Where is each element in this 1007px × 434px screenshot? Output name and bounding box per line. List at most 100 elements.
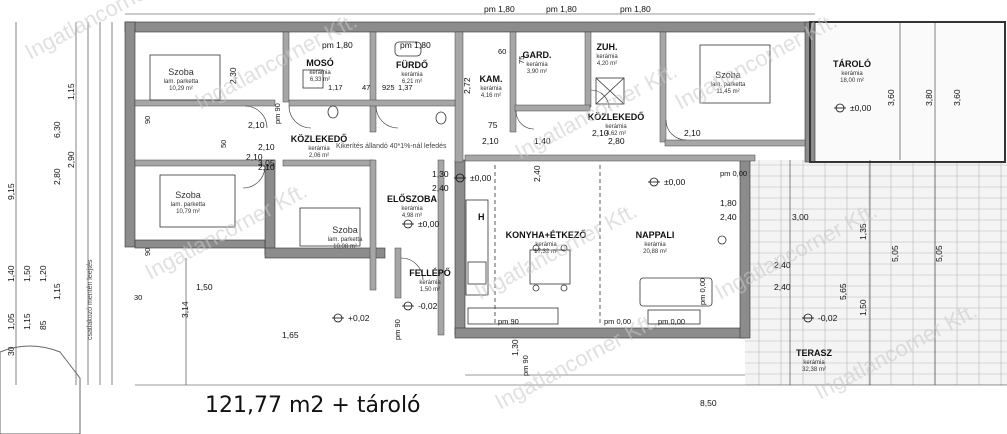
dimension-value: 3,00 <box>792 212 809 222</box>
room-name: Szoba <box>715 70 741 80</box>
level-marker: -0,02 <box>802 313 838 323</box>
dimension-value: 2,10 <box>248 120 265 130</box>
dimension-value: 9,15 <box>6 183 16 200</box>
room-detail: 17,32 m² <box>534 249 558 255</box>
watermark-text: Ingatlancorner Kft. <box>471 198 641 304</box>
dimension-value: 2,10 <box>684 128 701 138</box>
room-detail: 11,45 m² <box>716 89 739 95</box>
dimension-value: 90 <box>143 116 152 124</box>
room-name: GARD. <box>523 50 552 60</box>
dimension-value: pm 0,00 <box>604 317 631 326</box>
dimension-value: 47 <box>362 83 370 92</box>
dimension-value: 1,37 <box>398 83 413 92</box>
door-swings <box>242 89 687 281</box>
storage-outline <box>809 21 1006 163</box>
dimension-value: pm 90 <box>273 103 282 124</box>
level-value: ±0,00 <box>664 177 685 187</box>
watermark-text: Ingatlancorner Kft. <box>141 178 311 284</box>
room-detail: 3,90 m² <box>527 69 547 75</box>
room-detail: lam. parketta <box>328 237 363 243</box>
dimension-value: 1,35 <box>858 223 868 240</box>
terrace-paving <box>745 160 1007 385</box>
room-detail: kerámia <box>308 146 330 152</box>
room-name: TERASZ <box>796 348 833 358</box>
level-value: -0,02 <box>818 313 838 323</box>
dimension-value: 2,40 <box>720 212 737 222</box>
room-detail: lam. parketta <box>171 202 206 208</box>
room-detail: kerámia <box>535 242 557 248</box>
dimension-value: 1,40 <box>6 265 16 282</box>
interior-walls <box>134 31 806 336</box>
dimension-value: 3,80 <box>924 89 934 106</box>
dimension-value: pm 1,80 <box>322 40 353 50</box>
room-detail: kerámia <box>596 54 618 60</box>
dimension-value: 1,50 <box>22 265 32 282</box>
room-detail: lam. parketta <box>711 82 746 88</box>
dimension-value: 1,40 <box>534 136 551 146</box>
level-marker: ±0,00 <box>834 103 871 113</box>
room-detail: kerámia <box>841 71 863 77</box>
car-outline <box>0 345 81 434</box>
bath-fixtures <box>302 41 625 125</box>
dimension-value: 75 <box>488 120 498 130</box>
dimension-value: 1,15 <box>22 313 32 330</box>
room-detail: 4,20 m² <box>597 61 617 67</box>
room-detail: 1,50 m² <box>420 287 440 293</box>
level-marker: ±0,00 <box>648 177 685 187</box>
room-name: Szoba <box>168 67 194 77</box>
room-detail: 32,38 m² <box>802 367 826 373</box>
dimension-value: 1,30 <box>510 339 520 356</box>
dimension-value: pm 1,80 <box>400 40 431 50</box>
dimension-value: 2,72 <box>462 77 472 94</box>
room-name: KÖZLEKEDŐ <box>291 133 348 144</box>
dimension-value: 1,65 <box>282 330 299 340</box>
dimension-value: 6,30 <box>52 121 62 138</box>
room-detail: kerámia <box>644 242 666 248</box>
dimension-value: 2,40 <box>432 183 449 193</box>
dimension-value: 1,30 <box>432 169 449 179</box>
dimension-value: 2,40 <box>532 165 542 182</box>
dimension-value: pm 1,80 <box>484 4 515 14</box>
dimension-value: 1,50 <box>858 299 868 316</box>
room-detail: 10,29 m² <box>169 86 193 92</box>
level-value: ±0,00 <box>470 173 491 183</box>
room-detail: 20,88 m² <box>643 249 667 255</box>
dimension-value: 1,20 <box>38 265 48 282</box>
level-marker: ±0,00 <box>402 219 439 229</box>
dimension-value: pm 0,00 <box>720 169 747 178</box>
dimension-value: pm 90 <box>498 317 519 326</box>
dimension-value: 925 <box>382 83 395 92</box>
level-markers: ±0,00±0,00±0,00±0,00+0,02-0,02-0,02 <box>332 103 871 323</box>
dimension-value: 1,80 <box>720 198 737 208</box>
dimension-value: 2,90 <box>66 151 76 168</box>
room-detail: lam. parketta <box>164 79 199 85</box>
room-name: ZUH. <box>597 42 618 52</box>
dimension-value: 2,10 <box>592 128 609 138</box>
dimension-value: pm 90 <box>393 319 402 340</box>
beds <box>149 44 771 247</box>
dimension-lines <box>15 13 1007 386</box>
room-detail: kerámia <box>419 280 441 286</box>
dimension-value: pm 0,00 <box>658 317 685 326</box>
room-name: KAM. <box>480 74 503 84</box>
dimension-value: 2,40 <box>774 282 791 292</box>
room-detail: kerámia <box>480 86 502 92</box>
dimension-value: 90 <box>143 248 152 256</box>
dimension-value: 2,10 <box>258 142 275 152</box>
room-detail: kerámia <box>401 206 423 212</box>
room-name: Szoba <box>332 225 358 235</box>
room-name: Szoba <box>175 190 201 200</box>
dimension-value: 2,30 <box>228 67 238 84</box>
dimension-value: 30 <box>6 346 16 356</box>
dimension-value: 85 <box>38 320 48 330</box>
